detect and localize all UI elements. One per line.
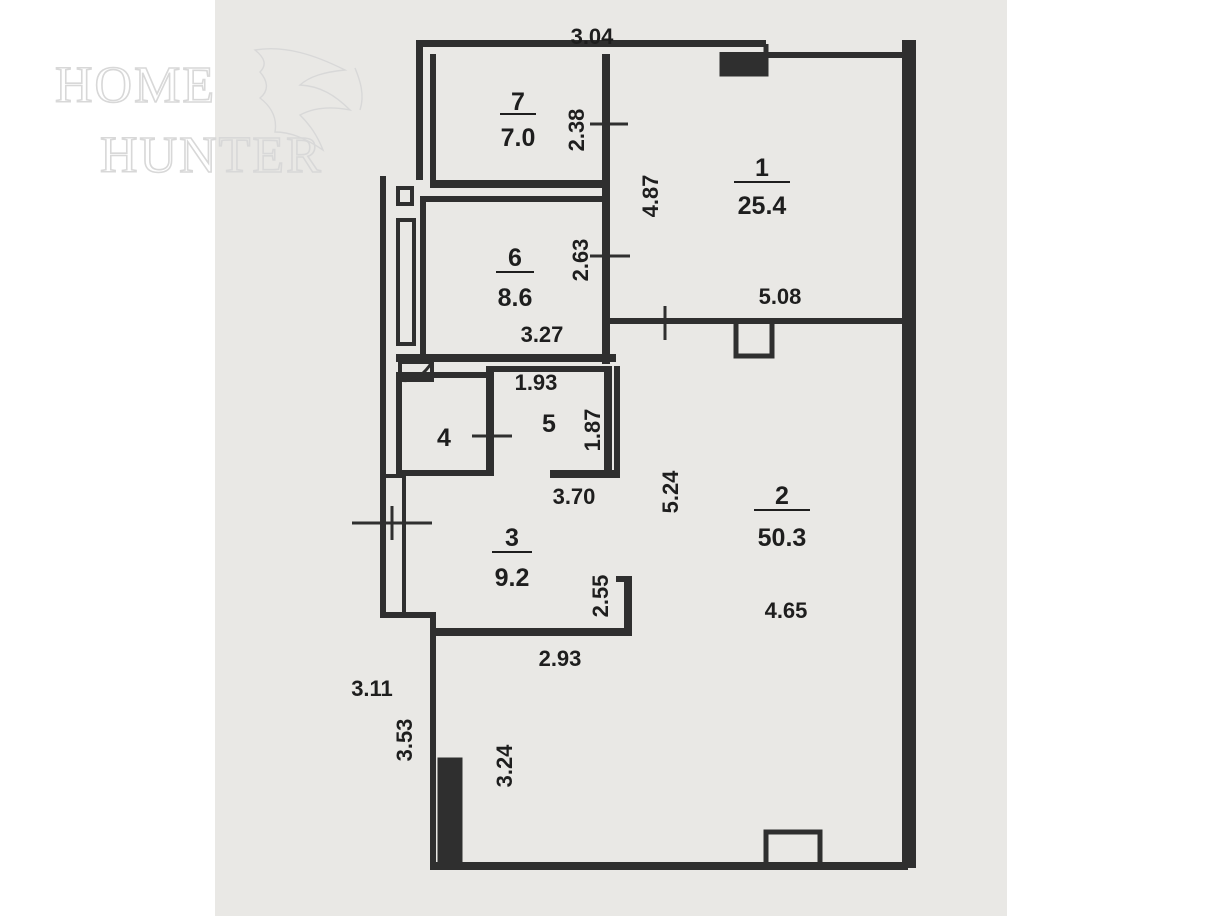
- room5-right-wall-outer: [614, 366, 620, 478]
- dim-room5-width: 1.93: [515, 370, 558, 395]
- room6-top-wall: [420, 196, 610, 202]
- room4-bottom-wall: [396, 470, 492, 476]
- entrance-wall-block: [440, 760, 460, 864]
- room4-number: 4: [437, 424, 451, 452]
- interior-walls: [380, 54, 906, 636]
- room3-right-stub-cap: [616, 576, 632, 582]
- shaft-bath-curve: [399, 361, 434, 383]
- eagle-icon: [253, 48, 363, 152]
- room2-area: 50.3: [758, 524, 807, 552]
- room3-number: 3: [505, 524, 519, 552]
- left-middle-wall: [380, 176, 386, 616]
- room1-number: 1: [755, 154, 769, 182]
- room1-area: 25.4: [738, 192, 787, 220]
- room6-area: 8.6: [498, 284, 533, 312]
- top-left-wall: [416, 40, 423, 180]
- right-exterior-wall: [902, 40, 916, 868]
- room6-left-wall: [420, 196, 426, 354]
- room3-area: 9.2: [495, 564, 530, 592]
- dim-room3-width: 3.70: [553, 484, 596, 509]
- outer-walls: [380, 40, 916, 870]
- top-wall-left-segment: [416, 40, 766, 47]
- dim-room2-height: 5.24: [658, 470, 683, 514]
- room5-number: 5: [542, 410, 556, 438]
- dim-room2-lower-height: 3.24: [492, 744, 517, 788]
- dim-top-wall: 3.04: [571, 24, 615, 49]
- dimension-labels: 3.04 2.38 4.87 2.63 5.08 3.27 1.93 1.87 …: [351, 24, 807, 787]
- room-labels: 7 7.0 1 25.4 6 8.6 4 5 3 9.2 2 50.3: [437, 88, 810, 592]
- top-wall-right-segment: [766, 52, 906, 58]
- hall-left-inner-wall: [380, 474, 406, 612]
- room3-bottom-wall: [436, 628, 632, 636]
- top-window-notch: [722, 52, 766, 74]
- dim-room2-width: 4.65: [765, 598, 808, 623]
- dim-room1-width: 5.08: [759, 284, 802, 309]
- room2-number: 2: [775, 482, 789, 510]
- shaft-small: [396, 186, 414, 206]
- top-window-outline: [719, 44, 769, 77]
- room4-top-wall: [396, 372, 486, 378]
- left-step-wall: [380, 612, 436, 618]
- dim-left-upper: 3.11: [351, 676, 393, 701]
- shaft-bath: [398, 360, 434, 382]
- watermark-line2: HUNTER: [100, 127, 323, 184]
- dim-room3-height: 2.55: [588, 575, 613, 618]
- room7-area: 7.0: [501, 124, 536, 152]
- dim-room3-bottom-width: 2.93: [539, 646, 582, 671]
- room6-number: 6: [508, 244, 522, 272]
- entrance-wall-outline: [437, 757, 463, 867]
- dimension-ticks: [352, 122, 667, 540]
- corridor-right-wall: [602, 54, 610, 364]
- room1-radiator: [733, 324, 775, 359]
- room3-right-stub: [624, 576, 632, 636]
- room7-bottom-wall: [430, 180, 610, 188]
- room4-right-wall: [486, 366, 494, 476]
- dim-room7-height: 2.38: [564, 109, 589, 152]
- bottom-wall: [430, 862, 908, 870]
- left-lower-wall: [430, 618, 436, 868]
- room6-bottom-wall: [396, 354, 616, 362]
- shaft-tall: [396, 218, 416, 346]
- room7-number: 7: [511, 88, 525, 116]
- room5-top-wall: [486, 366, 606, 372]
- watermark-line1: HOME: [55, 57, 216, 114]
- room1-bottom-wall: [610, 318, 906, 324]
- room7-left-wall: [430, 54, 436, 180]
- room5-right-wall: [604, 366, 612, 478]
- bottom-window-outline: [763, 829, 823, 862]
- dim-left-lower: 3.53: [392, 719, 417, 762]
- room5-bottom-wall: [550, 470, 620, 478]
- room4-left-wall: [396, 372, 402, 476]
- dim-room6-height: 2.63: [568, 239, 593, 282]
- watermark-logo: HOME HUNTER: [55, 48, 363, 185]
- dim-room5-height: 1.87: [580, 409, 605, 452]
- dim-room1-height: 4.87: [638, 175, 663, 218]
- dim-room6-width: 3.27: [521, 322, 564, 347]
